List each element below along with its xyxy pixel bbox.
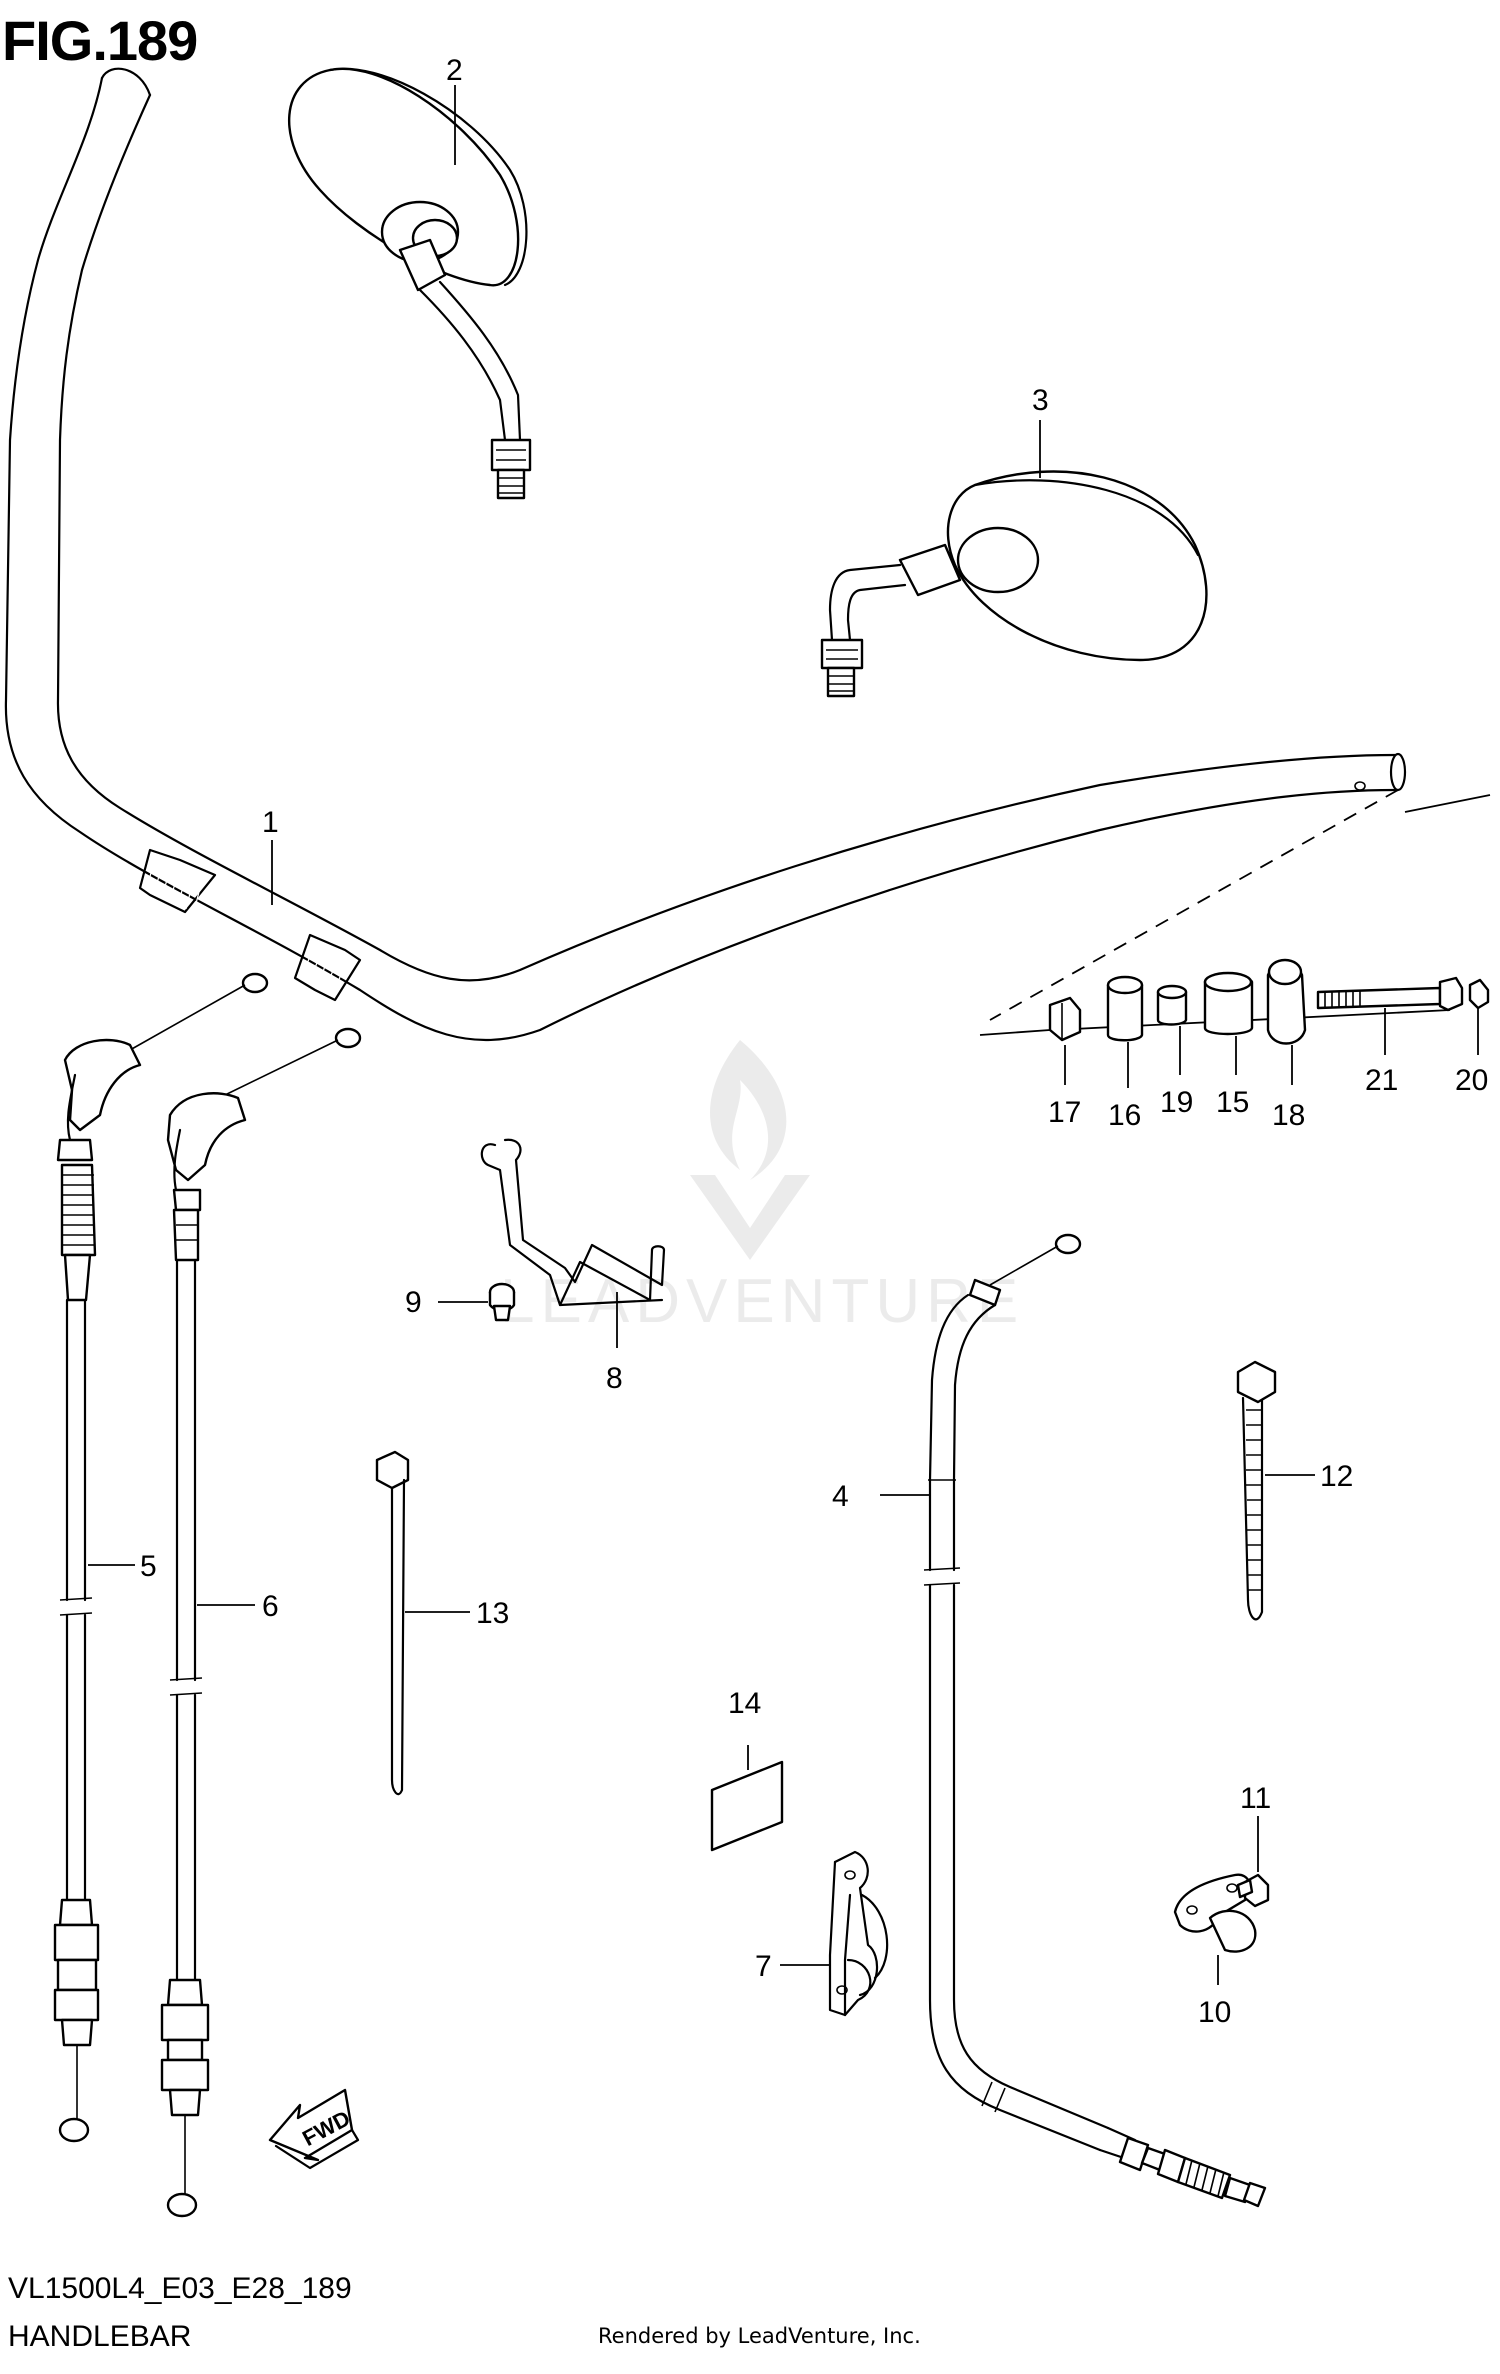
callout-5: 5 — [140, 1550, 157, 1583]
part-5-throttle-cable: 5 — [53, 972, 269, 2143]
figure-title: FIG.189 — [2, 9, 198, 72]
part-1-handlebar: 1 — [4, 67, 1491, 1042]
part-11-bolt: 11 — [1236, 1782, 1271, 1908]
callout-6: 6 — [262, 1590, 279, 1623]
callout-14: 14 — [728, 1687, 761, 1720]
callout-16: 16 — [1108, 1099, 1141, 1132]
part-3-mirror-right: 3 — [820, 384, 1208, 698]
part-17-nut: 17 — [1048, 996, 1081, 1129]
watermark-text: LEADVENTURE — [500, 1267, 1024, 1336]
callout-10: 10 — [1198, 1996, 1231, 2029]
callout-12: 12 — [1320, 1460, 1353, 1493]
knurled-band-right — [293, 933, 362, 1002]
part-9-screw: 9 — [405, 1282, 516, 1322]
part-7-clamp: 7 — [755, 1850, 889, 2017]
part-10-clamp: 10 — [1173, 1873, 1257, 2029]
callout-17: 17 — [1048, 1096, 1081, 1129]
callout-18: 18 — [1272, 1099, 1305, 1132]
part-13-cable-tie: 13 — [375, 1450, 509, 1796]
part-14-label: 14 — [710, 1687, 784, 1852]
watermark-v-icon — [690, 1175, 810, 1260]
part-16-bushing: 16 — [1106, 975, 1144, 1132]
callout-2: 2 — [446, 54, 463, 87]
part-4-clutch-cable: 4 — [832, 1233, 1267, 2208]
part-15-cushion: 15 — [1203, 971, 1254, 1119]
callout-20: 20 — [1455, 1064, 1488, 1097]
callout-11: 11 — [1240, 1782, 1271, 1815]
callout-15: 15 — [1216, 1086, 1249, 1119]
part-19-spacer: 19 — [1156, 984, 1193, 1119]
watermark-flame-icon — [710, 1040, 787, 1180]
fwd-direction-arrow: FWD — [268, 2088, 360, 2170]
watermark: LEADVENTURE — [500, 1040, 1024, 1336]
part-2-mirror-left: 2 — [288, 54, 532, 500]
render-credit: Rendered by LeadVenture, Inc. — [598, 2324, 921, 2348]
part-6-throttle-cable: 6 — [160, 1027, 362, 2218]
part-21-bolt: 21 — [1316, 976, 1464, 1097]
callout-9: 9 — [405, 1286, 422, 1319]
callout-21: 21 — [1365, 1064, 1398, 1097]
callout-3: 3 — [1032, 384, 1049, 417]
callout-19: 19 — [1160, 1086, 1193, 1119]
section-name: HANDLEBAR — [8, 2320, 192, 2353]
callout-13: 13 — [476, 1597, 509, 1630]
callout-1: 1 — [262, 806, 279, 839]
part-18-washer: 18 — [1266, 958, 1307, 1132]
part-20-nut: 20 — [1455, 978, 1490, 1097]
mounting-hardware-group: 17 16 19 15 — [1048, 958, 1490, 1132]
callout-8: 8 — [606, 1362, 623, 1395]
part-8-cable-guide: 8 — [480, 1138, 666, 1395]
model-code: VL1500L4_E03_E28_189 — [8, 2272, 352, 2305]
callout-7: 7 — [755, 1950, 772, 1983]
part-12-cable-tie: 12 — [1236, 1360, 1353, 1621]
knurled-band-left — [138, 848, 217, 914]
callout-4: 4 — [832, 1480, 849, 1513]
